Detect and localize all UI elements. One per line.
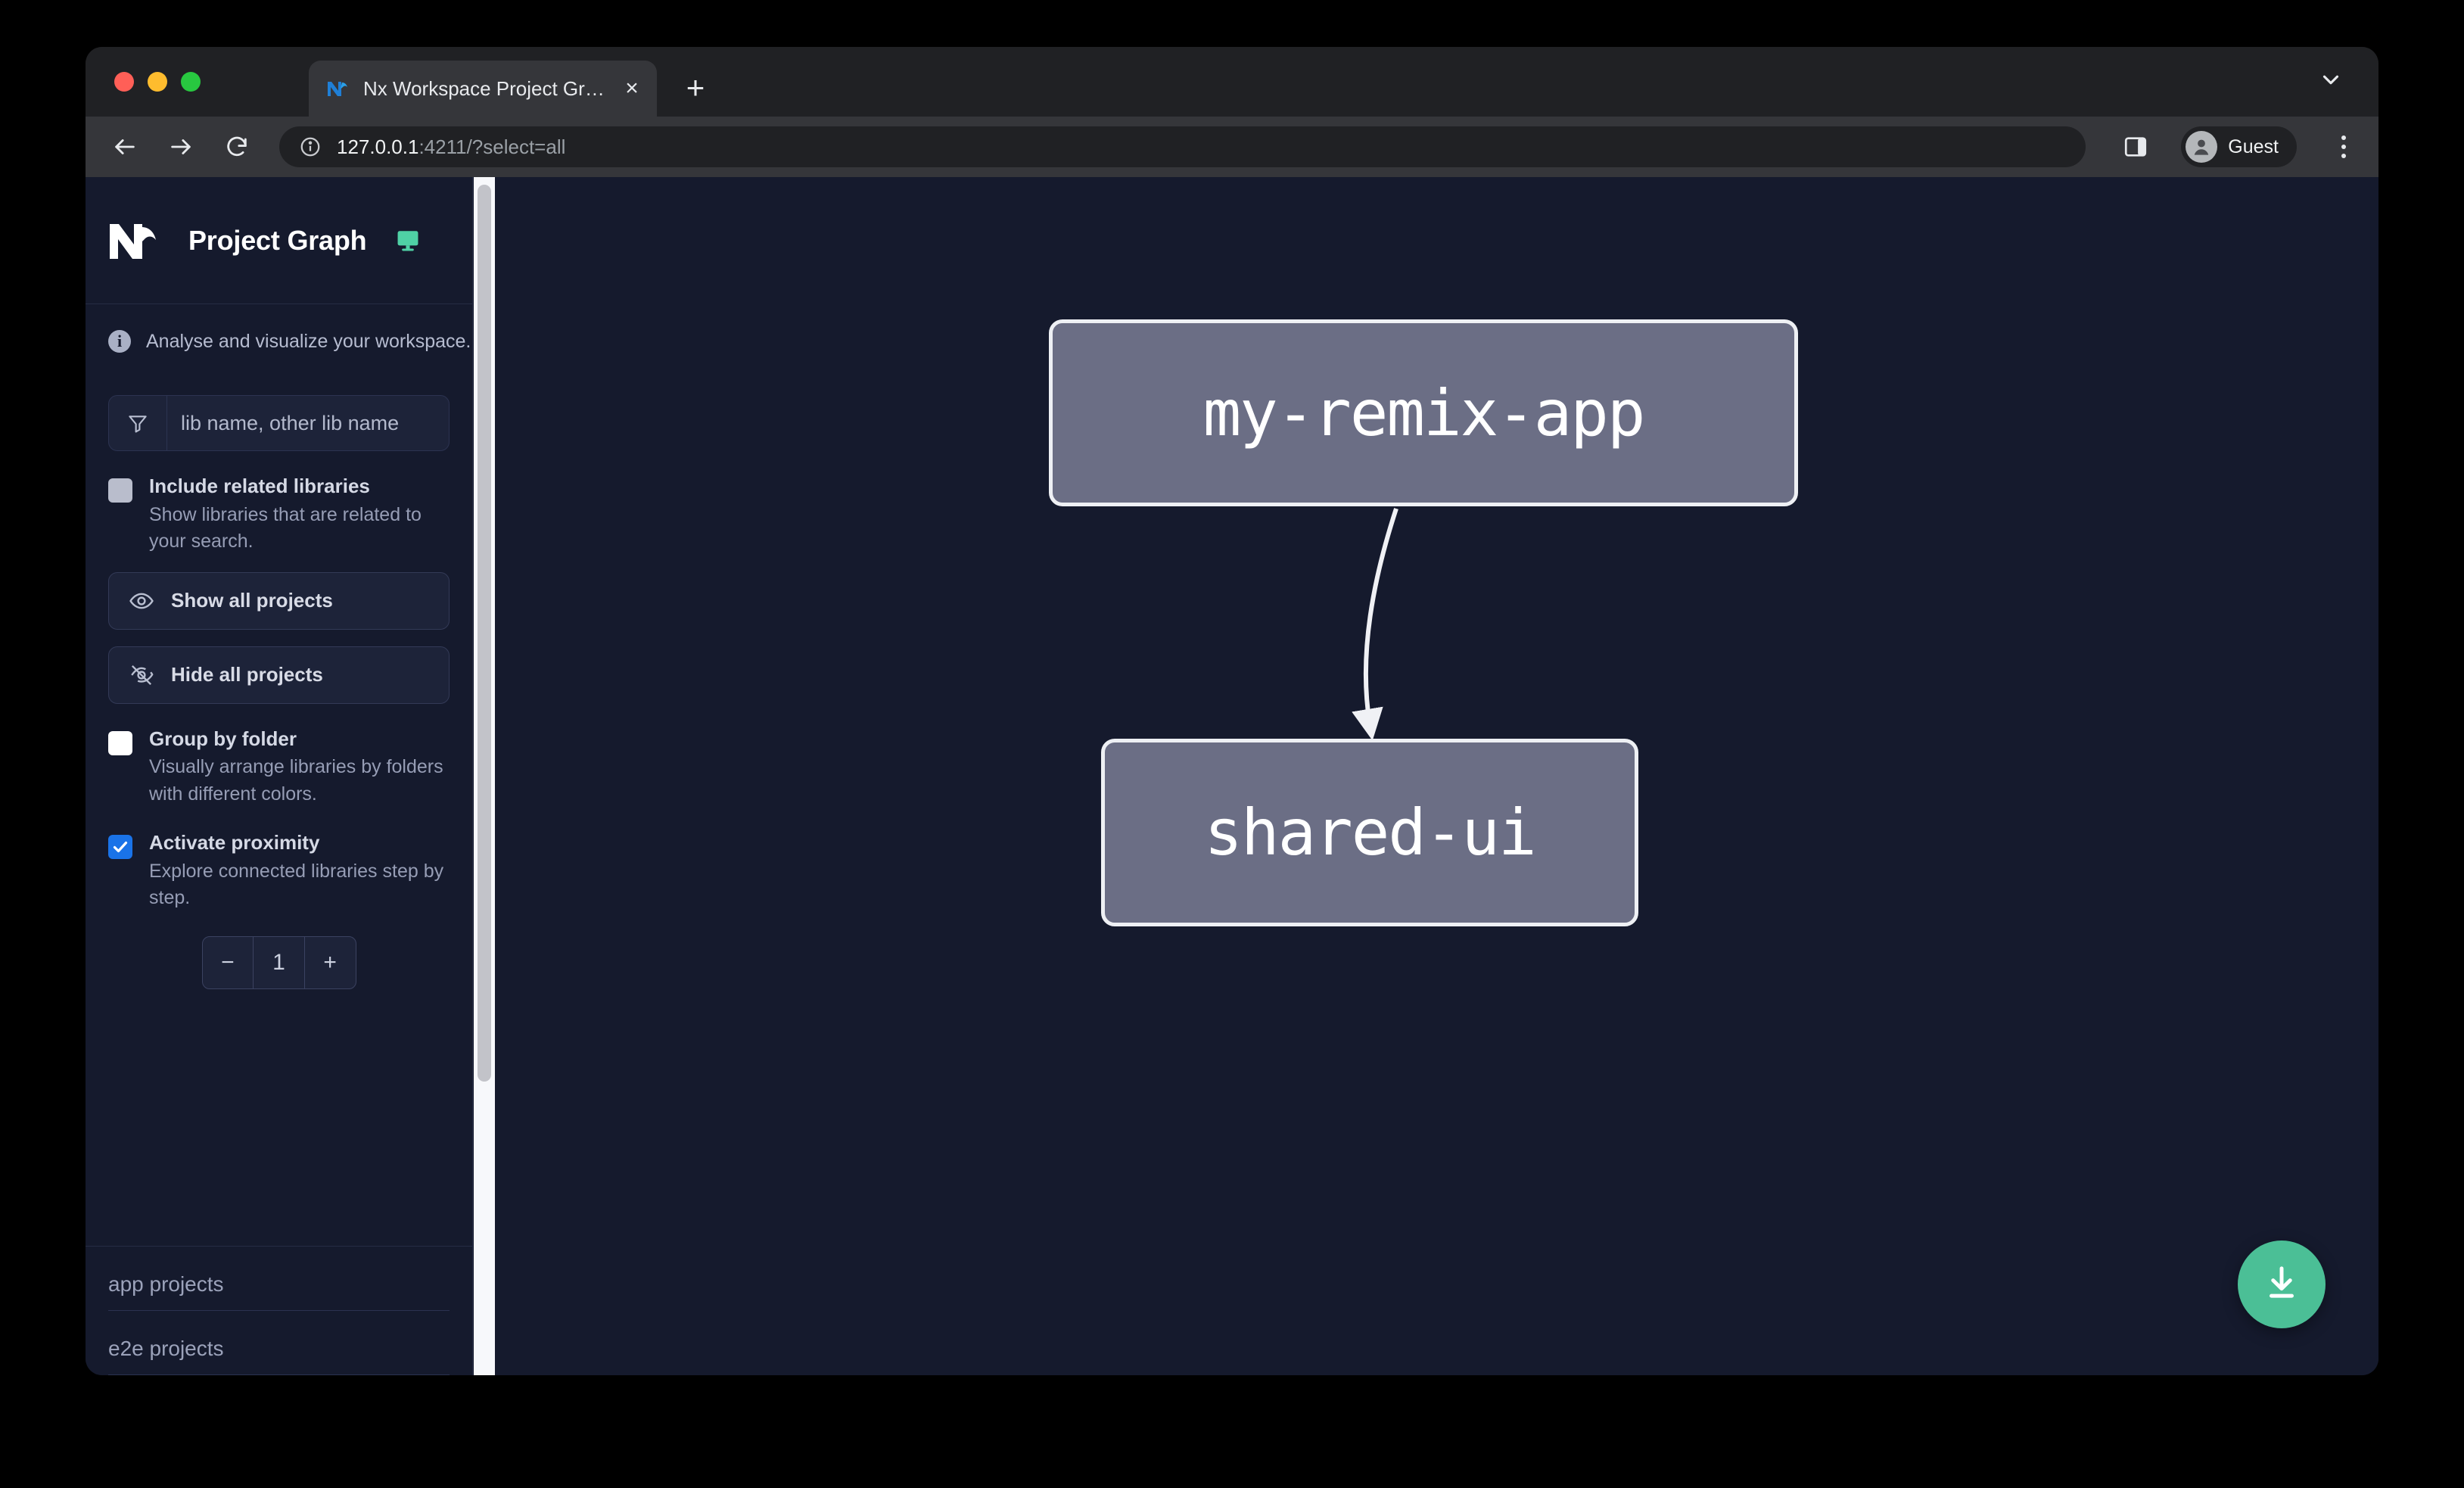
- proximity-increment-button[interactable]: +: [303, 936, 356, 988]
- info-icon: i: [108, 330, 131, 353]
- option-group-by-folder[interactable]: Group by folder Visually arrange librari…: [108, 727, 450, 808]
- avatar: [2186, 131, 2218, 163]
- forward-arrow-icon[interactable]: [163, 129, 199, 165]
- address-bar[interactable]: 127.0.0.1:4211/?select=all: [279, 126, 2086, 167]
- window-close-button[interactable]: [114, 72, 134, 92]
- menu-dot: [2341, 154, 2346, 158]
- info-circle-icon[interactable]: [299, 135, 322, 158]
- nx-logo-icon: [325, 76, 351, 101]
- sidebar-subtitle: Analyse and visualize your workspace.: [146, 330, 471, 352]
- graph-node-my-remix-app[interactable]: my-remix-app: [1049, 319, 1798, 506]
- proximity-value: 1: [253, 936, 304, 988]
- option-description: Show libraries that are related to your …: [149, 503, 422, 553]
- sidebar-scrollbar-thumb[interactable]: [478, 185, 491, 1082]
- browser-tab-title: Nx Workspace Project Graph: [363, 76, 607, 100]
- url-path: :4211/?select=all: [418, 135, 566, 158]
- sidebar: Project Graph i Analyse and visualize yo…: [86, 177, 495, 1375]
- sidebar-body: Include related libraries Show libraries…: [86, 378, 472, 1246]
- browser-toolbar: 127.0.0.1:4211/?select=all Guest: [86, 117, 2378, 177]
- download-button[interactable]: [2238, 1241, 2326, 1328]
- menu-dot: [2341, 135, 2346, 140]
- profile-name: Guest: [2228, 135, 2279, 157]
- option-label: Include related libraries: [149, 475, 370, 497]
- search-input[interactable]: [166, 396, 449, 450]
- side-panel-icon[interactable]: [2119, 130, 2152, 163]
- filter-field[interactable]: [108, 395, 450, 451]
- option-include-related-libraries[interactable]: Include related libraries Show libraries…: [108, 474, 450, 556]
- hide-all-projects-button[interactable]: Hide all projects: [108, 646, 450, 704]
- checkbox-group-by-folder[interactable]: [108, 730, 132, 755]
- eye-icon: [129, 588, 154, 614]
- project-group-e2e-projects[interactable]: e2e projects: [108, 1311, 450, 1375]
- download-icon: [2261, 1262, 2302, 1307]
- project-group-app-projects[interactable]: app projects: [108, 1247, 450, 1311]
- close-icon[interactable]: ×: [625, 76, 639, 101]
- edge-my-remix-app-to-shared-ui: [1352, 508, 1398, 741]
- option-label: Group by folder: [149, 727, 297, 750]
- eye-slash-icon: [129, 662, 154, 688]
- checkbox-activate-proximity[interactable]: [108, 835, 132, 859]
- back-arrow-icon[interactable]: [107, 129, 143, 165]
- sidebar-header: Project Graph: [86, 177, 472, 304]
- page-title: Project Graph: [188, 224, 367, 256]
- option-description: Visually arrange libraries by folders wi…: [149, 756, 443, 805]
- option-description: Explore connected libraries step by step…: [149, 860, 444, 909]
- graph-node-shared-ui[interactable]: shared-ui: [1101, 739, 1638, 926]
- proximity-decrement-button[interactable]: −: [221, 949, 235, 975]
- nx-logo: [107, 219, 166, 262]
- checkbox-include-related-libraries[interactable]: [108, 478, 132, 503]
- window-maximize-button[interactable]: [181, 72, 201, 92]
- funnel-icon: [109, 412, 166, 434]
- show-all-projects-label: Show all projects: [171, 589, 333, 612]
- browser-tab[interactable]: Nx Workspace Project Graph ×: [309, 61, 657, 117]
- option-activate-proximity[interactable]: Activate proximity Explore connected lib…: [108, 830, 450, 912]
- sidebar-project-groups: app projects e2e projects: [86, 1246, 472, 1375]
- sidebar-subtitle-row: i Analyse and visualize your workspace.: [86, 304, 472, 378]
- sidebar-scrollbar[interactable]: [474, 177, 495, 1375]
- new-tab-button[interactable]: +: [686, 70, 705, 105]
- menu-dot: [2341, 145, 2346, 149]
- chevron-down-icon[interactable]: [2318, 67, 2344, 97]
- show-all-projects-button[interactable]: Show all projects: [108, 571, 450, 630]
- three-dot-menu-icon[interactable]: [2329, 135, 2359, 158]
- monitor-icon[interactable]: [395, 228, 421, 254]
- address-bar-url: 127.0.0.1:4211/?select=all: [337, 135, 565, 159]
- profile-button[interactable]: Guest: [2181, 126, 2297, 167]
- window-minimize-button[interactable]: [148, 72, 167, 92]
- graph-canvas[interactable]: my-remix-app shared-ui: [473, 177, 2378, 1375]
- option-label: Activate proximity: [149, 831, 320, 854]
- app-viewport: Project Graph i Analyse and visualize yo…: [86, 177, 2378, 1375]
- proximity-stepper[interactable]: − 1 +: [201, 935, 356, 989]
- reload-icon[interactable]: [219, 129, 255, 165]
- hide-all-projects-label: Hide all projects: [171, 663, 323, 686]
- url-host: 127.0.0.1: [337, 135, 419, 158]
- browser-tab-strip: Nx Workspace Project Graph × +: [86, 47, 2378, 117]
- window-traffic-lights: [114, 72, 201, 92]
- browser-window: Nx Workspace Project Graph × +: [86, 47, 2378, 1375]
